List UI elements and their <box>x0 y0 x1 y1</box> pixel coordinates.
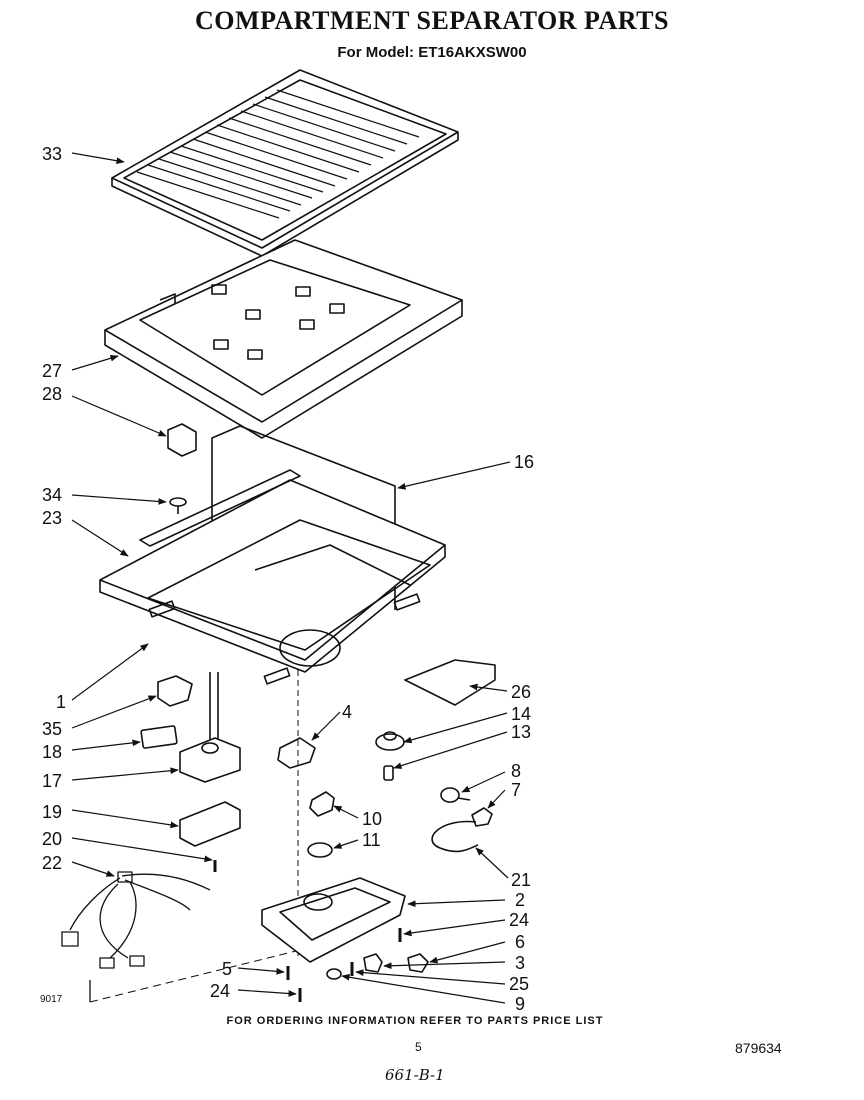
callout-25: 25 <box>509 974 529 994</box>
callout-10: 10 <box>362 809 382 829</box>
part-28-block <box>167 423 197 457</box>
callout-22: 22 <box>42 853 62 873</box>
callout-4: 4 <box>342 702 352 722</box>
callout-5: 5 <box>222 959 232 979</box>
callout-11: 11 <box>362 830 381 850</box>
part-19-control <box>179 801 241 847</box>
callout-35: 35 <box>42 719 62 739</box>
diagram-code: 9017 <box>40 994 63 1005</box>
callout-26: 26 <box>511 682 531 702</box>
part-23-cover-panel <box>99 469 446 685</box>
callout-19: 19 <box>42 802 62 822</box>
callout-23: 23 <box>42 508 62 528</box>
callout-34: 34 <box>42 485 62 505</box>
part-10-switch <box>309 791 335 817</box>
part-33-top-shelf <box>111 69 459 257</box>
handwritten-note: 661-B-1 <box>385 1066 445 1084</box>
callout-27: 27 <box>42 361 62 381</box>
page-title: COMPARTMENT SEPARATOR PARTS <box>195 6 669 35</box>
callout-28: 28 <box>42 384 62 404</box>
part-34-screw <box>169 497 187 514</box>
part-35-clip <box>157 675 193 707</box>
part-13-shaft <box>383 765 394 781</box>
callout-7: 7 <box>511 780 521 800</box>
part-17-control-housing <box>179 672 241 783</box>
callout-24b: 24 <box>210 981 230 1001</box>
callout-6: 6 <box>515 932 525 952</box>
callout-14: 14 <box>511 704 531 724</box>
part-7-socket <box>471 807 493 827</box>
part-26-pad <box>404 659 496 706</box>
callout-21: 21 <box>511 870 531 890</box>
part-9-grommet <box>326 968 342 980</box>
part-18-bezel <box>140 725 178 749</box>
callout-18: 18 <box>42 742 62 762</box>
part-22-wire-harness <box>61 871 301 1003</box>
callout-9: 9 <box>515 994 525 1014</box>
page-number: 5 <box>415 1040 422 1054</box>
ordering-note: FOR ORDERING INFORMATION REFER TO PARTS … <box>226 1015 604 1027</box>
callout-16: 16 <box>514 452 534 472</box>
part-21-wire <box>431 820 479 853</box>
part-2-base-housing <box>261 877 406 963</box>
part-6-clip <box>407 953 429 973</box>
callout-labels: 33 27 28 16 34 23 1 26 35 4 14 13 18 17 … <box>42 144 534 1014</box>
callout-33: 33 <box>42 144 62 164</box>
callout-24a: 24 <box>509 910 529 930</box>
callout-1: 1 <box>56 692 66 712</box>
part-14-knob <box>375 731 405 751</box>
callout-3: 3 <box>515 953 525 973</box>
part-11-cap <box>307 842 333 858</box>
part-27-separator-frame <box>104 239 463 439</box>
callout-13: 13 <box>511 722 531 742</box>
part-8-bulb <box>440 787 471 803</box>
callout-17: 17 <box>42 771 62 791</box>
part-number: 879634 <box>735 1040 782 1056</box>
callout-8: 8 <box>511 761 521 781</box>
callout-20: 20 <box>42 829 62 849</box>
model-subtitle: For Model: ET16AKXSW00 <box>337 44 527 61</box>
callout-2: 2 <box>515 890 525 910</box>
leader-lines <box>71 152 511 1004</box>
part-3-connector <box>363 953 383 973</box>
